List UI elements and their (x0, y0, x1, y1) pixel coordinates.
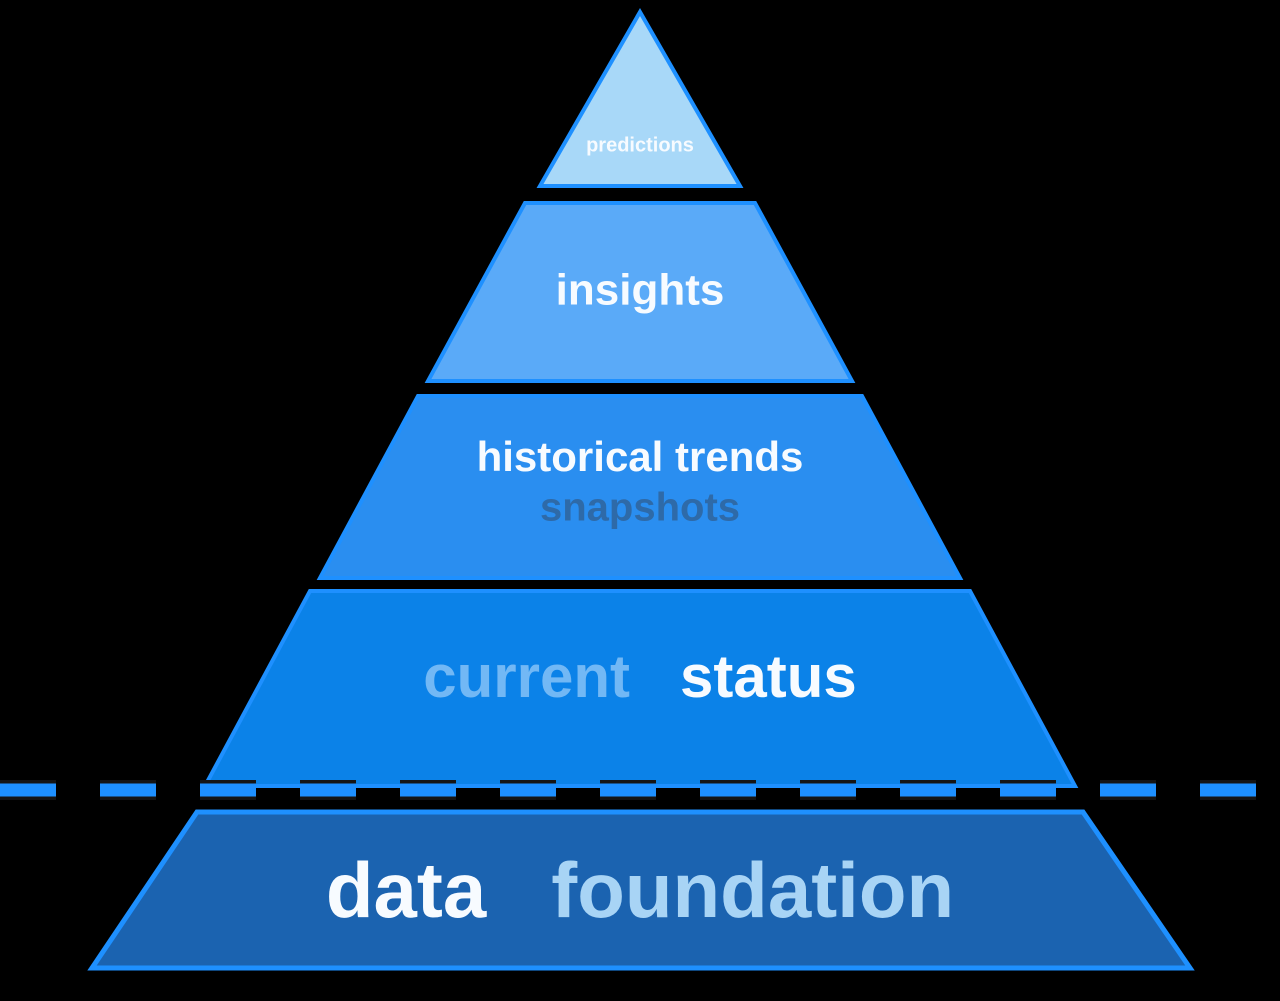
tier-predictions[interactable]: predictions (536, 7, 744, 188)
tier-data-foundation-label: data foundation (326, 846, 954, 934)
tier-current-status-label-primary: current (423, 643, 630, 710)
tier-historical-trends-label: historical trends (477, 433, 804, 480)
tier-current-status-label-secondary: status (680, 643, 857, 710)
tier-insights[interactable]: insights (424, 201, 856, 383)
tier-insights-label: insights (556, 266, 725, 315)
tier-predictions-shape[interactable] (536, 7, 744, 188)
tier-data-foundation-label-secondary: foundation (551, 846, 954, 934)
tier-predictions-label: predictions (586, 134, 694, 156)
tier-current-status-shape[interactable] (201, 589, 1079, 788)
tier-current-status-label-space (647, 643, 664, 710)
tier-historical-trends-sublabel: snapshots (540, 486, 740, 530)
tier-data-foundation[interactable]: data foundation (87, 809, 1195, 971)
tier-current-status[interactable]: current status (201, 589, 1079, 788)
tier-current-status-label: current status (423, 643, 856, 710)
tier-insights-shape[interactable] (424, 201, 856, 383)
tier-historical-trends[interactable]: historical trends snapshots (316, 394, 964, 580)
tier-data-foundation-label-space (508, 846, 530, 934)
tier-historical-trends-shape[interactable] (316, 394, 964, 580)
tier-data-foundation-label-primary: data (326, 846, 487, 934)
tier-data-foundation-shape[interactable] (87, 809, 1195, 971)
